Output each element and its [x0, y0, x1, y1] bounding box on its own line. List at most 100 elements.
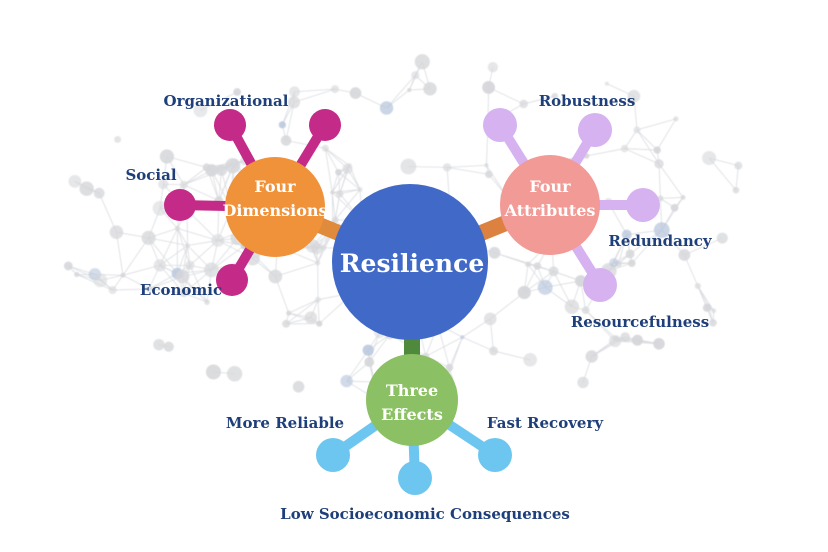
network-node — [625, 249, 635, 259]
network-node — [633, 126, 641, 134]
network-node — [315, 260, 321, 266]
network-edge — [288, 299, 319, 314]
network-edge — [275, 262, 318, 277]
network-node — [442, 163, 452, 172]
network-node — [268, 269, 283, 284]
label-fast-recovery: Fast Recovery — [487, 414, 604, 432]
network-node — [460, 335, 465, 340]
network-edge — [177, 228, 191, 266]
network-edge — [293, 88, 336, 103]
network-edge — [449, 337, 463, 368]
network-node — [654, 159, 664, 169]
network-edge — [148, 237, 178, 274]
effects-node-fast-recovery — [478, 438, 512, 472]
network-node — [670, 203, 679, 212]
network-node — [205, 364, 221, 380]
network-node — [280, 135, 292, 146]
network-node — [537, 279, 553, 295]
center-resilience — [332, 184, 488, 340]
network-node — [179, 180, 188, 189]
watermark: @ Mù 穆涵 — [674, 512, 796, 533]
network-node — [63, 261, 73, 271]
network-node — [694, 282, 701, 290]
network-node — [175, 269, 190, 284]
network-node — [114, 135, 122, 143]
network-edge — [488, 87, 524, 105]
hub-attributes — [500, 155, 600, 255]
network-node — [732, 186, 740, 194]
network-edge — [285, 299, 319, 325]
network-node — [585, 350, 598, 363]
network-node — [316, 320, 323, 327]
network-edge — [658, 163, 661, 199]
network-edge — [149, 288, 184, 294]
network-edge — [122, 274, 150, 290]
network-node — [482, 81, 496, 94]
network-node — [564, 299, 580, 314]
hub-effects-line1: Three — [386, 381, 438, 400]
network-node — [445, 363, 454, 372]
attributes-node-robustness — [578, 113, 612, 147]
network-node — [282, 319, 291, 328]
network-node — [548, 266, 559, 277]
network-node — [93, 273, 108, 288]
hub-effects-line2: Effects — [381, 405, 443, 424]
dimensions-node-economic — [216, 264, 248, 296]
network-edge — [658, 163, 684, 198]
network-edge — [489, 292, 525, 320]
label-redundancy: Redundancy — [608, 232, 713, 250]
hub-dimensions-line2: Dimensions — [222, 201, 327, 220]
network-edge — [183, 167, 207, 186]
network-node — [159, 149, 175, 164]
network-node — [711, 308, 717, 314]
network-node — [202, 163, 211, 172]
network-node — [716, 232, 728, 244]
network-node — [523, 353, 537, 367]
network-node — [349, 87, 362, 99]
network-edge — [585, 309, 616, 342]
network-edge — [462, 336, 494, 352]
hub-attributes-line1: Four — [529, 177, 571, 196]
network-node — [93, 187, 105, 199]
network-node — [335, 168, 342, 176]
network-edge — [112, 288, 150, 291]
hub-dimensions-line1: Four — [254, 177, 296, 196]
network-node — [680, 195, 686, 200]
network-node — [346, 163, 352, 169]
network-node — [533, 262, 542, 270]
network-edge — [447, 164, 487, 168]
network-edge — [586, 148, 625, 157]
network-node — [423, 82, 437, 96]
network-node — [109, 225, 124, 239]
network-node — [411, 71, 420, 80]
network-edge — [324, 148, 333, 193]
network-node — [152, 200, 168, 216]
network-node — [314, 296, 322, 303]
network-node — [79, 181, 94, 196]
network-node — [215, 164, 228, 176]
network-node — [484, 163, 489, 168]
network-node — [609, 258, 619, 268]
network-edge — [494, 252, 529, 265]
network-edge — [177, 228, 188, 246]
network-edge — [656, 118, 677, 151]
network-node — [653, 222, 670, 239]
network-node — [379, 101, 394, 115]
watermark-logo-icon — [674, 512, 700, 532]
network-node — [145, 285, 153, 293]
network-edge — [332, 189, 361, 193]
network-edge — [324, 148, 339, 173]
hub-attributes-line2: Attributes — [504, 201, 596, 220]
network-node — [311, 242, 323, 255]
network-node — [226, 366, 243, 382]
network-node — [627, 259, 636, 267]
network-edge — [325, 147, 350, 166]
network-node — [330, 85, 339, 94]
network-node — [525, 261, 531, 268]
network-node — [519, 99, 528, 109]
hub-dimensions — [225, 157, 325, 257]
network-edge — [585, 309, 617, 339]
network-node — [153, 339, 165, 351]
network-node — [407, 87, 412, 93]
